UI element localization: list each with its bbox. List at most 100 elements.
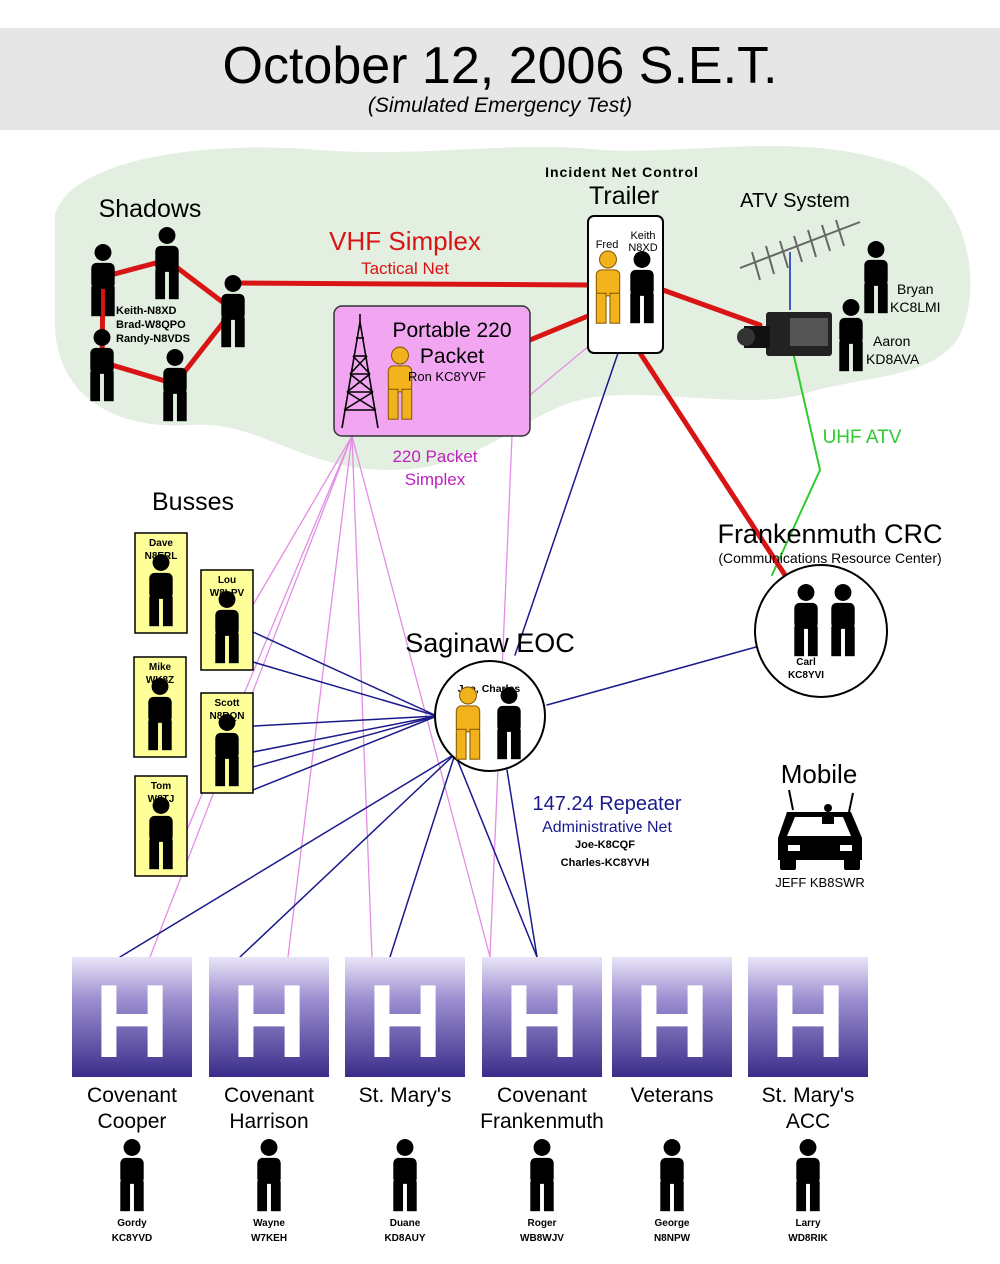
uhf-atv-link [771, 351, 821, 576]
hospital-operator-call: W7KEH [251, 1233, 287, 1244]
admin-net-link [239, 753, 456, 958]
bus-operator-name: Mike [149, 662, 172, 673]
incident-net-control-heading: Incident Net Control [545, 164, 699, 180]
atv-operator-bryan-call: KC8LMI [890, 299, 941, 315]
atv-operator-bryan: Bryan [897, 281, 934, 297]
vhf-tactical-net-label: Tactical Net [361, 259, 449, 278]
hospital-name: ACC [786, 1110, 830, 1133]
trailer-label: Trailer [589, 182, 659, 210]
repeater-admin-links [119, 352, 757, 958]
repeater-admin-net-label: Administrative Net [542, 819, 672, 836]
saginaw-eoc-node [434, 660, 546, 772]
repeater-operator: Joe-K8CQF [575, 839, 635, 851]
hospital-icon: H [367, 964, 442, 1080]
mobile-label: Mobile [781, 759, 858, 789]
vhf-simplex-link [637, 350, 788, 578]
video-camera-icon [737, 312, 832, 356]
hospital-operator-call: WB8WJV [520, 1233, 564, 1244]
packet-simplex-link [351, 435, 491, 958]
vhf-simplex-link [99, 359, 178, 387]
hospital-operator-call: N8NPW [654, 1233, 691, 1244]
trailer-operator-keith-call: N8XD [628, 242, 657, 254]
hospital-operator-call: WD8RIK [788, 1233, 828, 1244]
vhf-simplex-link [230, 280, 591, 288]
bus-operator-name: Tom [151, 781, 171, 792]
hospital-operator-name: Duane [390, 1218, 421, 1229]
hospitals: HCovenantCooperGordyKC8YVDHCovenantHarri… [72, 957, 868, 1244]
hospital-name: Covenant [497, 1084, 587, 1107]
admin-net-link [454, 753, 538, 958]
uhf-atv-link [792, 351, 821, 471]
packet-simplex-link [252, 435, 353, 606]
hospital-icon: H [94, 964, 169, 1080]
packet-operator-ron: Ron KC8YVF [408, 369, 486, 384]
hospital-name: Frankenmuth [480, 1110, 604, 1133]
hospital-operator-name: Wayne [253, 1218, 285, 1229]
hospital-name: Harrison [229, 1110, 308, 1133]
bus-operator-name: Dave [149, 538, 173, 549]
hospital-operator-call: KD8AUY [384, 1233, 425, 1244]
hospital-operator-name: George [654, 1218, 689, 1229]
radio-tower-icon [341, 314, 379, 429]
hospital-operator-name: Roger [528, 1218, 557, 1229]
vhf-simplex-link [99, 274, 106, 365]
packet-simplex-label-line2: Simplex [405, 470, 466, 489]
saginaw-eoc-label: Saginaw EOC [405, 628, 575, 658]
admin-net-link [252, 715, 438, 791]
admin-net-link [119, 753, 456, 958]
hospital-tile [612, 957, 732, 1077]
admin-net-link [506, 769, 538, 958]
hospital-name: St. Mary's [762, 1084, 855, 1107]
hospital-icon: H [231, 964, 306, 1080]
shadows-operator: Brad-W8QPO [116, 319, 186, 331]
packet-simplex-label-line1: 220 Packet [392, 447, 477, 466]
bus-operator-name: Lou [218, 575, 236, 586]
frankenmuth-crc-label: Frankenmuth CRC [717, 519, 942, 549]
hospital-tile [482, 957, 602, 1077]
bus-operator-name: Scott [215, 698, 241, 709]
hospital-tile [209, 957, 329, 1077]
hospital-tile [748, 957, 868, 1077]
frankenmuth-crc-node [754, 564, 888, 698]
mobile-operator: JEFF KB8SWR [775, 875, 865, 890]
hospital-tile [345, 957, 465, 1077]
admin-net-link [514, 352, 619, 656]
shadows-label: Shadows [99, 195, 202, 223]
hospital-name: Cooper [98, 1110, 167, 1133]
bus-unit: LouW8LPV [200, 569, 254, 671]
person-icon [796, 1139, 820, 1212]
person-icon [120, 1139, 144, 1212]
admin-net-link [252, 715, 438, 768]
hospital-icon: H [504, 964, 579, 1080]
bus-unit: DaveN8ERL [134, 532, 188, 634]
bus-units: DaveN8ERLLouW8LPVMikeWK8ZScottN8RQNTomW8… [133, 532, 254, 877]
packet-simplex-link [351, 435, 373, 958]
shadows-operator: Randy-N8VDS [116, 333, 190, 345]
person-icon [393, 1139, 417, 1212]
atv-operator-aaron-call: KD8AVA [866, 351, 920, 367]
page-subtitle: (Simulated Emergency Test) [367, 94, 633, 117]
uhf-atv-label: UHF ATV [823, 427, 902, 448]
trailer-operator-keith: Keith [630, 230, 655, 242]
bus-unit: TomW8TJ [134, 775, 188, 877]
hospital-name: Veterans [631, 1084, 714, 1107]
admin-net-link [252, 715, 438, 753]
admin-net-link [252, 631, 438, 717]
person-icon [257, 1139, 281, 1212]
hospital-name: Covenant [224, 1084, 314, 1107]
page-title: October 12, 2006 S.E.T. [222, 37, 778, 95]
vhf-simplex-link [527, 313, 591, 343]
hospital-tile [72, 957, 192, 1077]
title-banner [0, 28, 1000, 130]
portable-220-title: Portable 220 [392, 319, 511, 342]
hospital-operator-call: KC8YVD [112, 1233, 153, 1244]
repeater-operator: Charles-KC8YVH [561, 857, 650, 869]
antenna-icon [739, 219, 861, 310]
portable-220-packet-box [333, 305, 531, 437]
